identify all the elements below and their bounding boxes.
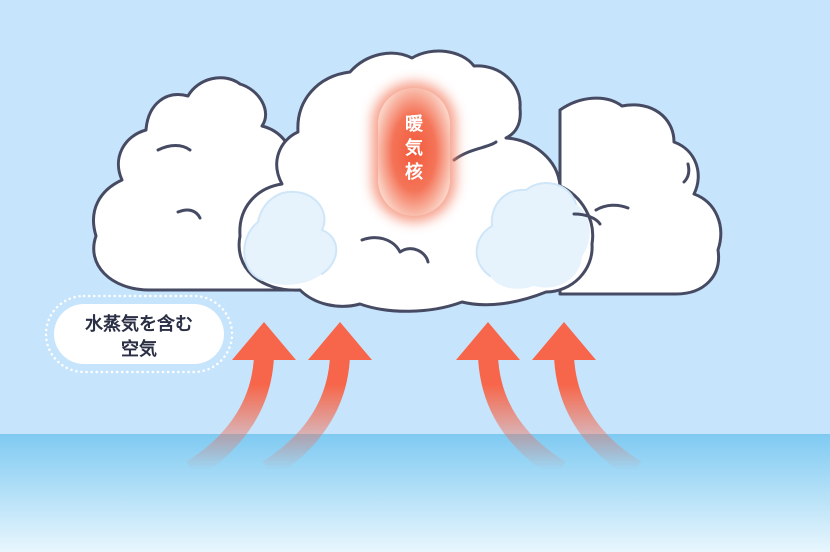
right-shade-outline (475, 181, 577, 277)
warm-core-body (378, 88, 450, 216)
cloud-detail-line (452, 140, 498, 162)
curved-up-arrow-icon (456, 322, 566, 479)
cloud-detail-line (176, 208, 202, 220)
right-cloud (558, 96, 723, 296)
moist-air-bubble: 水蒸気を含む 空気 (44, 294, 234, 374)
left-shade-lobe (244, 191, 337, 285)
cloud-detail-line (594, 203, 630, 212)
left-shade-outline (243, 190, 338, 281)
moist-air-label-line2: 空気 (121, 338, 157, 360)
warm-core-label: 暖気核 (405, 113, 424, 183)
sea-surface (0, 434, 830, 552)
curved-up-arrow-icon (532, 322, 642, 479)
warm-core-char: 核 (405, 161, 423, 183)
curved-up-arrow-icon (262, 322, 372, 479)
cloud-detail-line (156, 144, 192, 152)
warm-core-char: 気 (405, 137, 423, 159)
updraft-arrows (186, 322, 642, 479)
cloud-detail-line (360, 236, 430, 264)
cloud-detail-line (572, 212, 602, 226)
bubble-body (54, 304, 224, 364)
warm-core-char: 暖 (405, 113, 424, 135)
moist-air-label-line1: 水蒸気を含む (85, 313, 193, 335)
warm-core: 暖気核 (372, 82, 456, 222)
right-shade-lobe (476, 182, 590, 289)
curved-up-arrow-icon (186, 322, 296, 479)
bubble-dotted-border (44, 294, 234, 374)
cloud-detail-line (682, 162, 691, 184)
